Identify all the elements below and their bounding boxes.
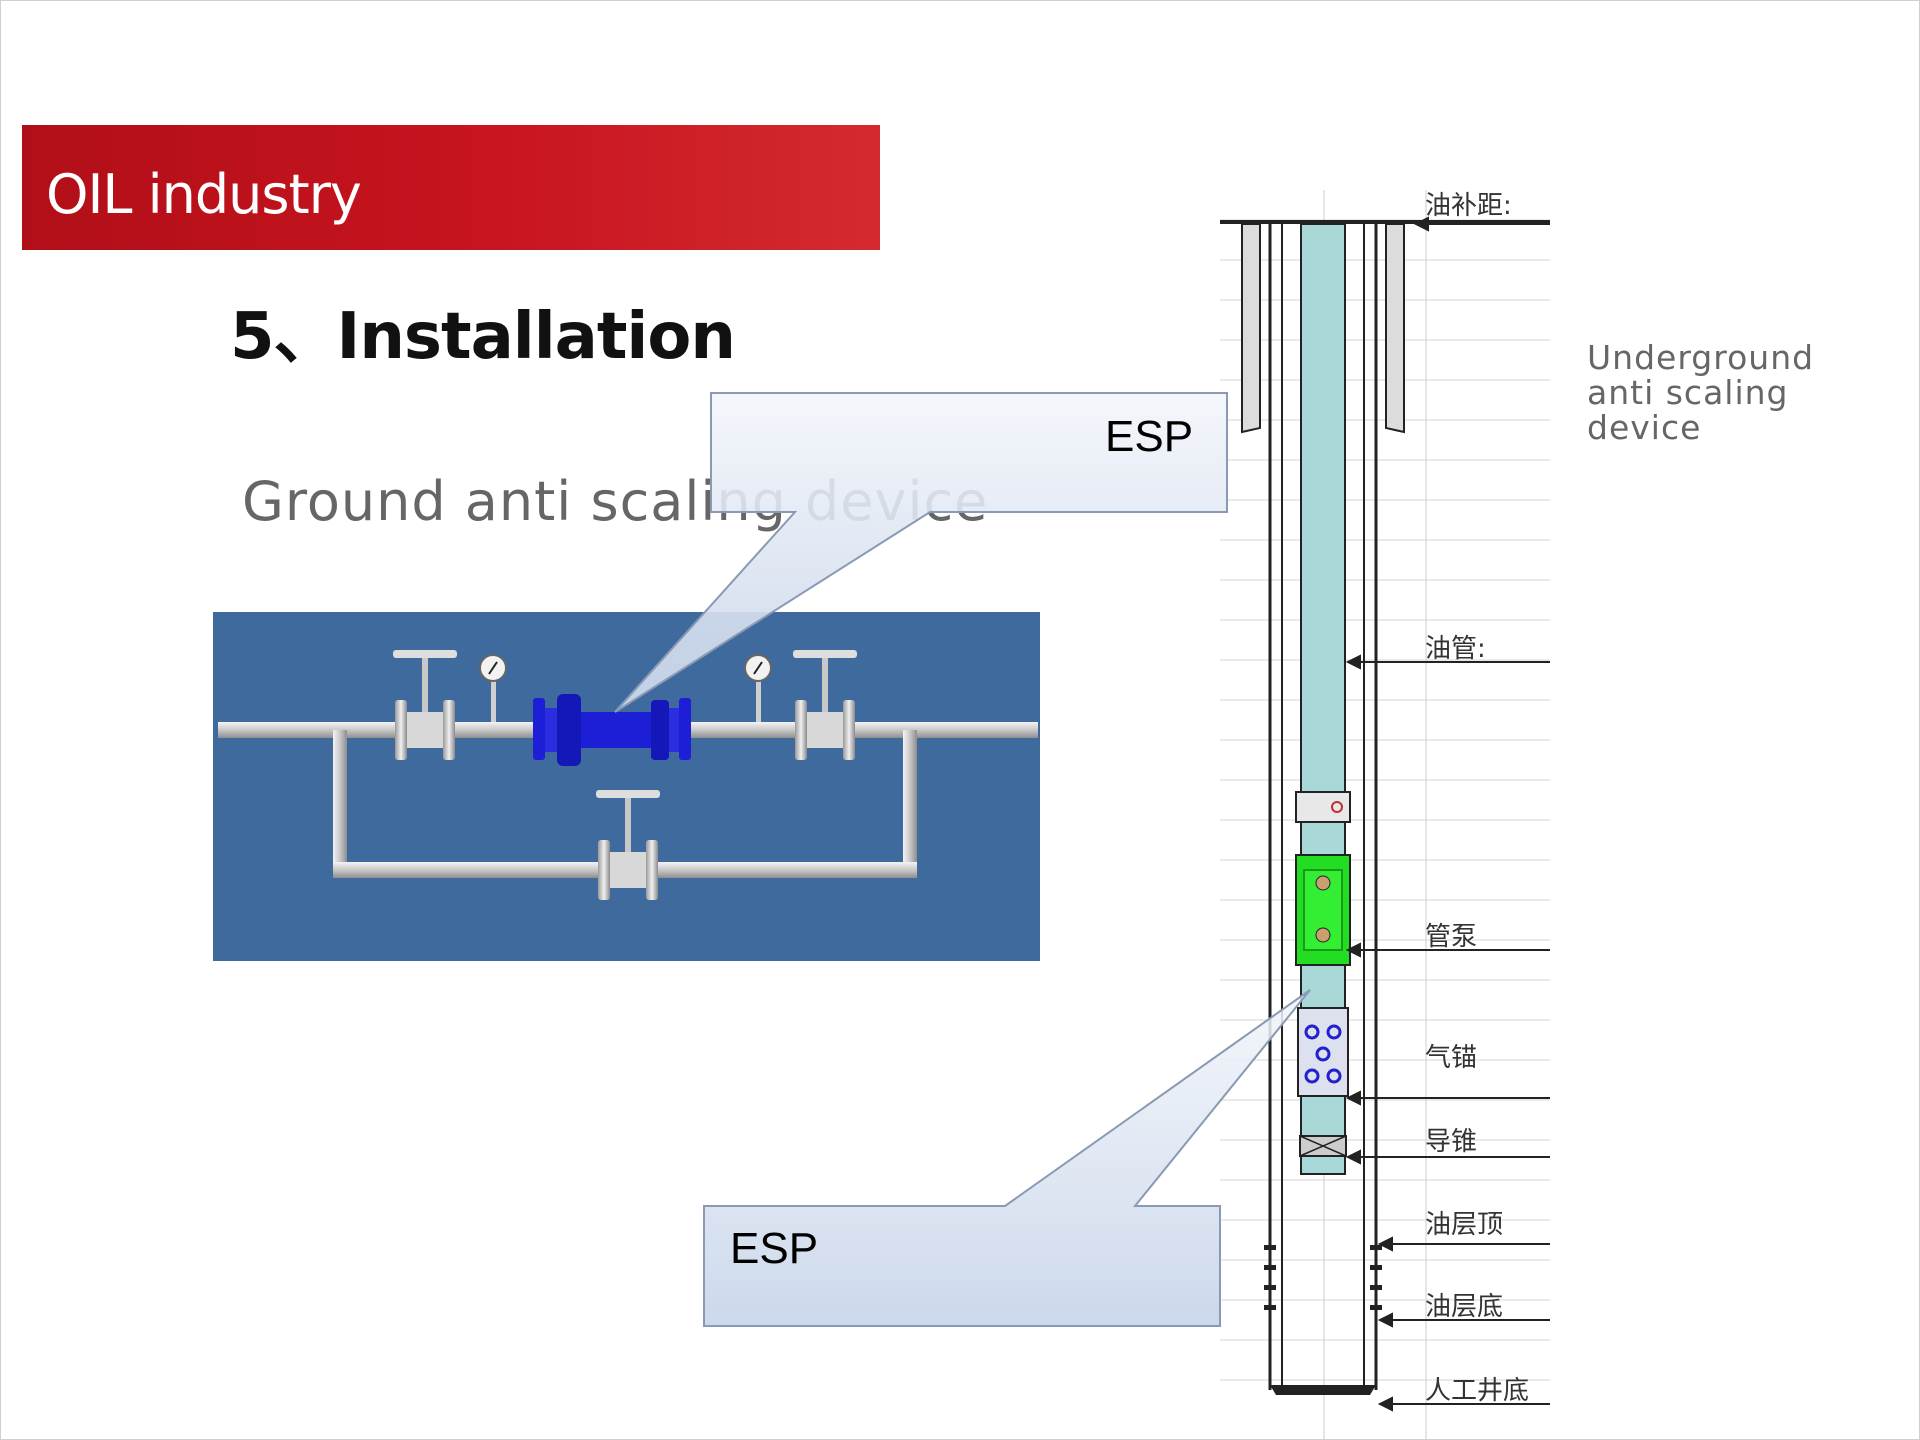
well-gridlines (1220, 219, 1550, 1381)
well-label-tubing-pump: 管泵 (1425, 922, 1478, 952)
label-arrows (1345, 216, 1550, 1412)
well-label-artificial-bottom: 人工井底 (1425, 1376, 1530, 1406)
bypass-right-riser (903, 730, 917, 870)
callout-bottom-label: ESP (730, 1224, 819, 1273)
conductor-casing-left (1241, 223, 1261, 434)
well-label-tubing: 油管: (1425, 634, 1486, 664)
left-valve (393, 650, 457, 760)
well-bottom (1270, 1385, 1376, 1395)
ground-device-label: Ground anti scaling device (242, 470, 989, 533)
callout-top-label: ESP (1105, 412, 1194, 461)
well-label-gas-anchor: 气锚 (1425, 1043, 1478, 1073)
well-schematic-diagram (1220, 190, 1550, 1440)
tubing-coupling (1295, 791, 1351, 823)
conductor-casing-right (1385, 223, 1405, 434)
well-label-reservoir-top: 油层顶 (1425, 1210, 1504, 1240)
left-pressure-gauge (479, 654, 507, 722)
bypass-valve (596, 790, 660, 900)
header-banner: OIL industry (22, 125, 880, 250)
bypass-left-riser (333, 730, 347, 870)
well-label-guide-cone: 导锥 (1425, 1127, 1478, 1157)
section-title: 5、Installation (230, 300, 736, 374)
ground-pipeline-diagram (213, 612, 1040, 961)
ground-anti-scaling-device (533, 694, 691, 766)
well-label-tubing-hanger: 油补距: (1425, 191, 1512, 221)
gas-anchor (1297, 1007, 1349, 1097)
underground-device-label: Underground anti scaling device (1587, 338, 1815, 447)
well-label-reservoir-bottom: 油层底 (1425, 1292, 1504, 1322)
header-title: OIL industry (46, 163, 362, 226)
